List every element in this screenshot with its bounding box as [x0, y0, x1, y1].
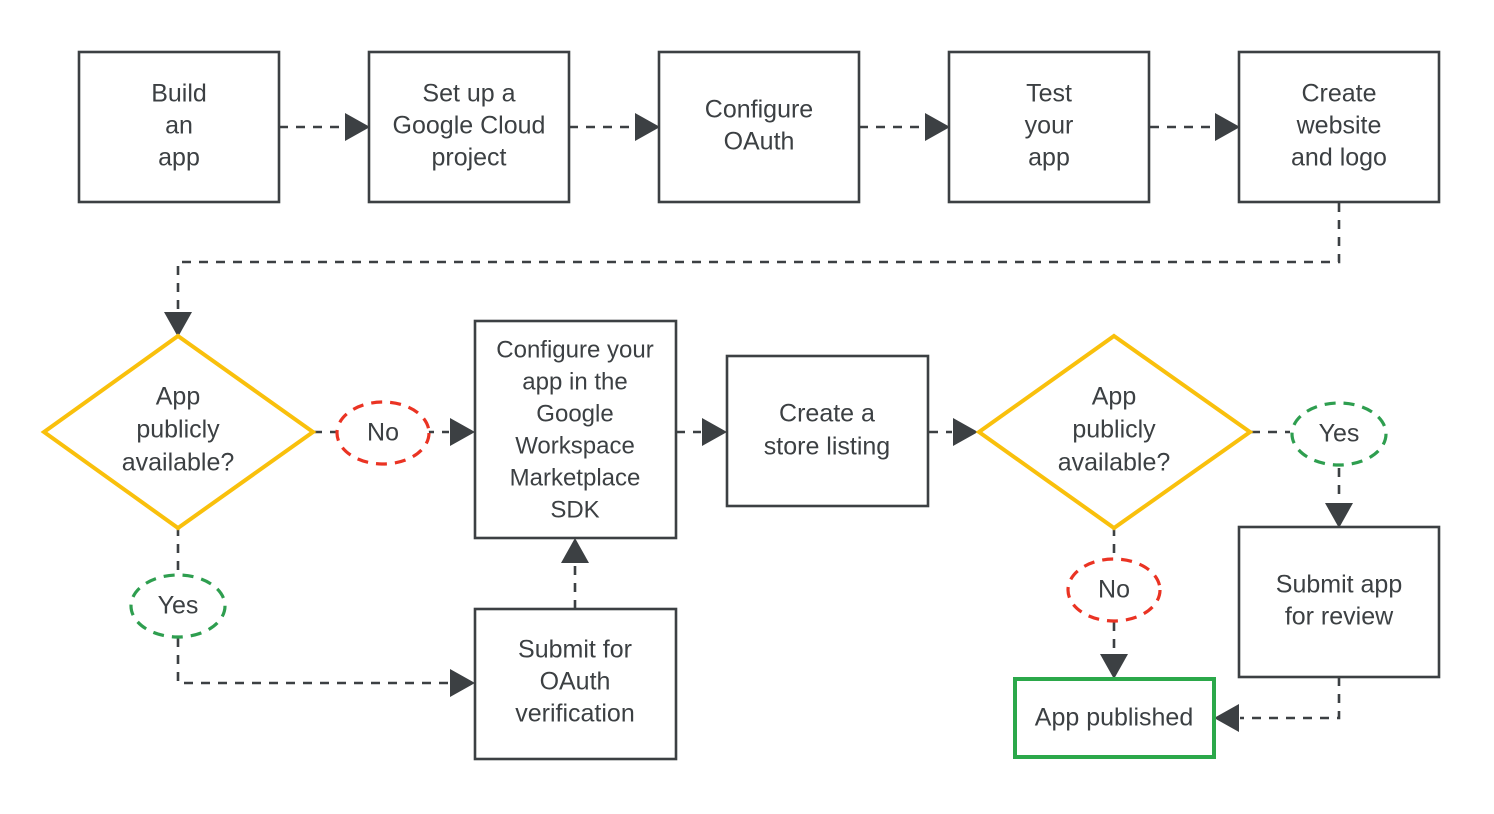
node-app-publicly-available-1-line-2: available?: [122, 449, 235, 477]
node-submit-app-for-review-line-1: for review: [1285, 603, 1394, 631]
node-set-up-gcp-project-line-2: project: [431, 144, 506, 172]
node-app-publicly-available-1-line-0: App: [156, 383, 200, 411]
node-app-published[interactable]: App published: [1013, 677, 1216, 759]
edge-label-decision1-yes-text: Yes: [158, 592, 199, 620]
node-create-store-listing[interactable]: Create a store listing: [725, 354, 930, 508]
node-create-website-and-logo-line-0: Create: [1301, 80, 1376, 108]
node-test-your-app-line-1: your: [1025, 112, 1074, 140]
edge-label-decision1-yes: Yes: [129, 573, 227, 639]
node-configure-app-sdk-line-1: app in the: [522, 368, 627, 395]
edge-decision2-yes-to-review: [1251, 430, 1353, 528]
edge-test-to-website: [1150, 113, 1240, 141]
node-app-publicly-available-2-line-2: available?: [1058, 449, 1171, 477]
node-submit-app-for-review[interactable]: Submit app for review: [1237, 525, 1441, 679]
node-submit-oauth-verification-line-0: Submit for: [518, 636, 632, 664]
node-app-published-line-0: App published: [1035, 704, 1193, 732]
node-test-your-app-line-2: app: [1028, 144, 1070, 172]
node-configure-oauth-line-1: OAuth: [724, 128, 795, 156]
edge-label-decision1-no: No: [335, 400, 431, 466]
node-configure-app-sdk[interactable]: Configure your app in the Google Workspa…: [473, 319, 678, 540]
node-create-store-listing-line-1: store listing: [764, 433, 890, 461]
edge-label-decision2-no: No: [1066, 557, 1162, 623]
node-test-your-app[interactable]: Test your app: [947, 50, 1151, 204]
node-app-publicly-available-2-line-0: App: [1092, 383, 1136, 411]
edge-gcp-to-oauth: [569, 113, 660, 141]
node-app-publicly-available-2-line-1: publicly: [1072, 416, 1156, 444]
node-configure-app-sdk-line-5: SDK: [550, 496, 599, 523]
node-create-website-and-logo-line-1: website: [1296, 112, 1382, 140]
node-create-store-listing-line-0: Create a: [779, 400, 875, 428]
edge-oauth-to-test: [859, 113, 950, 141]
edge-layer: configure-app-sdk --> (down, right) subm…: [164, 113, 1353, 732]
edge-review-to-published: [1214, 677, 1341, 732]
edge-oauth-verification-to-sdk: [561, 538, 589, 609]
node-create-website-and-logo[interactable]: Create website and logo: [1237, 50, 1441, 204]
edge-website-to-decision1: [164, 203, 1341, 337]
node-set-up-gcp-project-line-1: Google Cloud: [393, 112, 546, 140]
node-set-up-gcp-project[interactable]: Set up a Google Cloud project: [367, 50, 571, 204]
node-submit-oauth-verification-line-1: OAuth: [540, 668, 611, 696]
node-build-an-app[interactable]: Build an app: [77, 50, 281, 204]
node-configure-app-sdk-line-2: Google: [536, 400, 613, 427]
node-build-an-app-line-2: app: [158, 144, 200, 172]
node-submit-oauth-verification[interactable]: Submit for OAuth verification: [473, 607, 678, 761]
node-app-publicly-available-2[interactable]: App publicly available?: [975, 333, 1254, 531]
node-build-an-app-line-0: Build: [151, 80, 207, 108]
edge-store-listing-to-decision2: [929, 418, 978, 446]
node-build-an-app-line-1: an: [165, 112, 193, 140]
node-set-up-gcp-project-line-0: Set up a: [422, 80, 515, 108]
node-create-website-and-logo-line-2: and logo: [1291, 144, 1387, 172]
edge-decision2-no-to-published: [1100, 527, 1128, 679]
node-configure-app-sdk-line-0: Configure your: [496, 336, 653, 363]
node-submit-oauth-verification-line-2: verification: [515, 700, 635, 728]
edge-sdk-to-store-listing: [676, 418, 727, 446]
edge-label-decision1-no-text: No: [367, 419, 399, 447]
edge-label-decision2-no-text: No: [1098, 576, 1130, 604]
node-configure-app-sdk-line-4: Marketplace: [510, 464, 641, 491]
node-app-publicly-available-1[interactable]: App publicly available?: [40, 333, 317, 531]
node-submit-app-for-review-line-0: Submit app: [1276, 571, 1402, 599]
edge-decision1-yes-to-oauth-verification: [176, 527, 475, 697]
node-test-your-app-line-0: Test: [1026, 80, 1072, 108]
edge-label-decision2-yes: Yes: [1290, 401, 1388, 467]
edge-label-decision2-yes-text: Yes: [1319, 420, 1360, 448]
node-configure-app-sdk-line-3: Workspace: [515, 432, 635, 459]
node-app-publicly-available-1-line-1: publicly: [136, 416, 220, 444]
node-configure-oauth[interactable]: Configure OAuth: [657, 50, 861, 204]
edge-build-to-gcp: [279, 113, 370, 141]
node-configure-oauth-line-0: Configure: [705, 96, 813, 124]
